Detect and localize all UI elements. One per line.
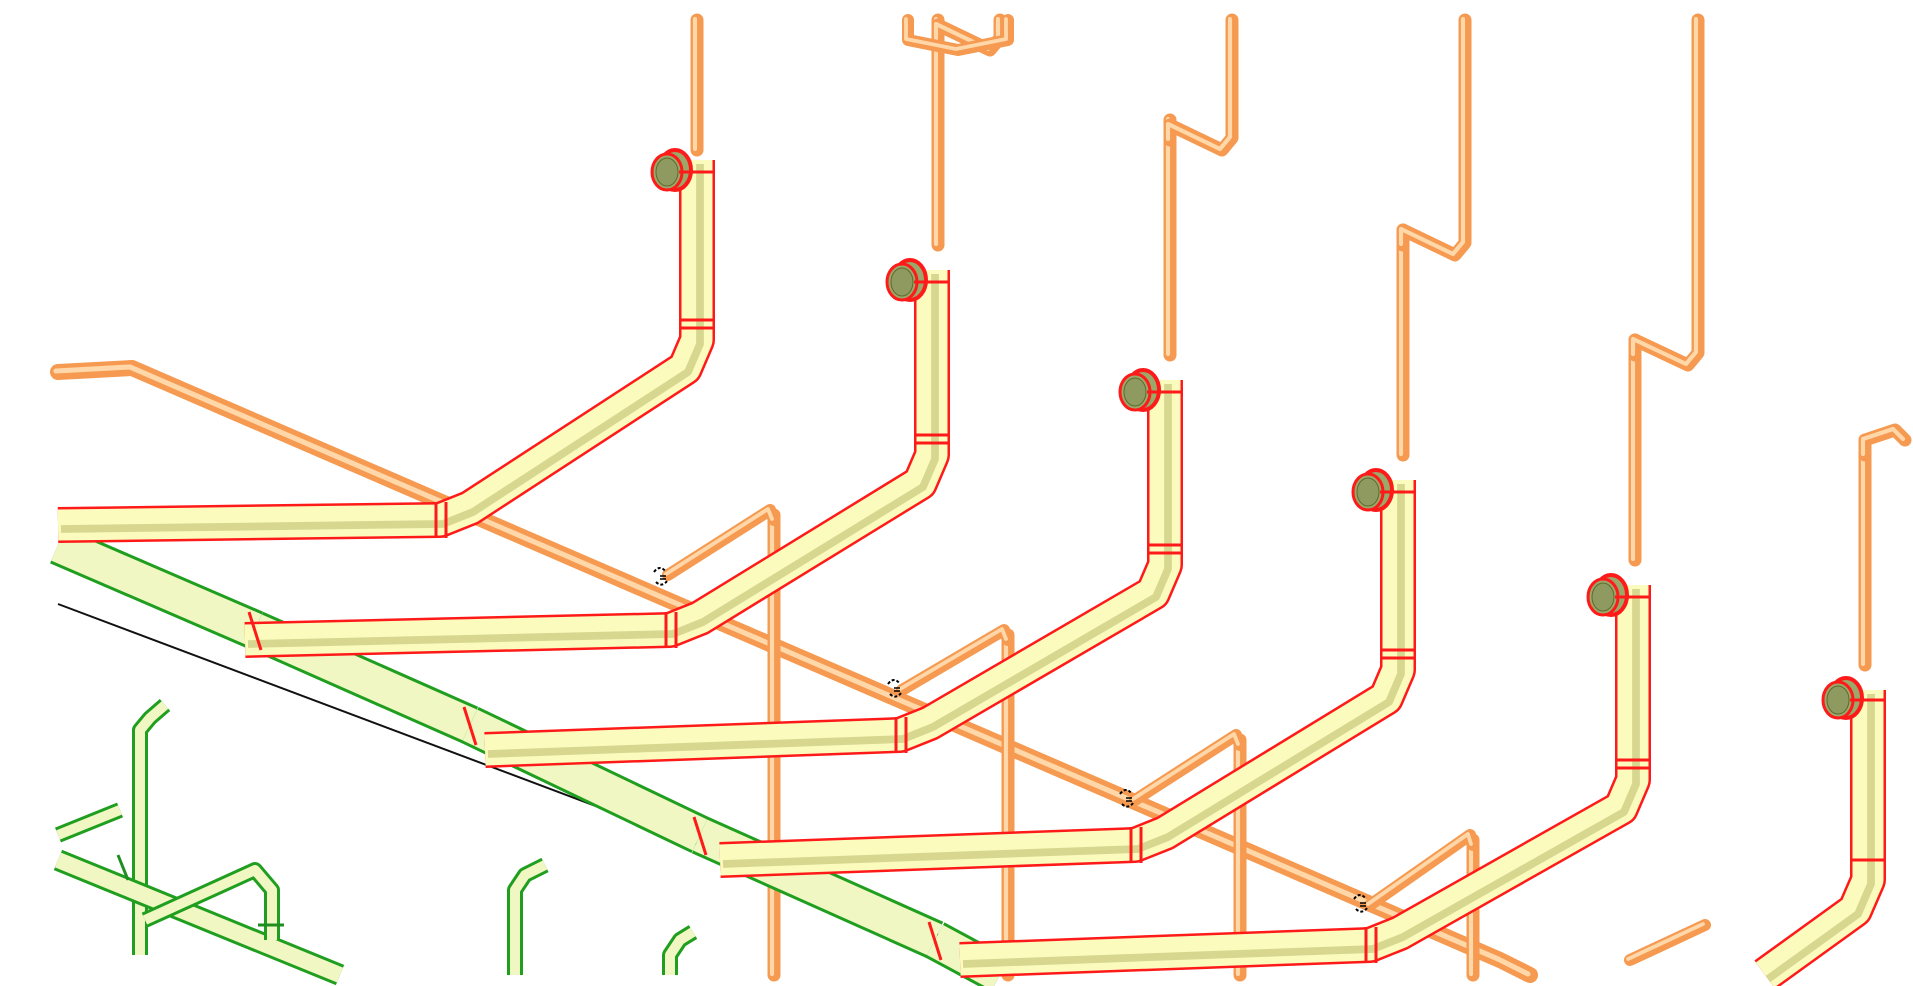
red-branch-pipe-3[interactable] bbox=[484, 380, 1183, 768]
orange-riser-5[interactable] bbox=[1628, 333, 1642, 567]
green-riser-c[interactable] bbox=[662, 925, 698, 975]
orange-connector-3[interactable] bbox=[1129, 729, 1246, 806]
red-branch-pipe-1[interactable] bbox=[57, 160, 715, 543]
green-riser-b[interactable] bbox=[507, 857, 549, 975]
orange-diagonal-main[interactable] bbox=[50, 360, 1538, 983]
red-branch-pipe-4[interactable] bbox=[719, 480, 1416, 878]
orange-riser-offset-6[interactable] bbox=[1858, 423, 1912, 462]
green-lower-run[interactable] bbox=[53, 849, 345, 986]
red-branch-pipe-6[interactable] bbox=[1754, 690, 1886, 986]
orange-riser-3[interactable] bbox=[1163, 113, 1177, 362]
red-branch-pipe-2[interactable] bbox=[244, 270, 950, 658]
orange-connector-2[interactable] bbox=[896, 624, 1014, 696]
orange-riser-offset-3[interactable] bbox=[1163, 13, 1239, 157]
tee-marker-2 bbox=[887, 679, 903, 698]
green-offset-loop[interactable] bbox=[141, 862, 280, 940]
tee-marker-1 bbox=[653, 567, 669, 586]
open-pipe-end-5[interactable] bbox=[1586, 573, 1629, 617]
open-pipe-end-6[interactable] bbox=[1821, 676, 1864, 720]
orange-top-loop[interactable] bbox=[902, 14, 1014, 56]
green-riser-a[interactable] bbox=[132, 698, 171, 955]
orange-riser-offset-4[interactable] bbox=[1396, 13, 1472, 262]
orange-riser-2[interactable] bbox=[931, 13, 945, 252]
green-fitting-1 bbox=[116, 854, 130, 881]
orange-connector-5[interactable] bbox=[1624, 919, 1711, 966]
green-main-joint-4 bbox=[927, 921, 943, 961]
orange-pipe-system bbox=[50, 13, 1912, 983]
green-main-joint-1 bbox=[247, 611, 263, 651]
green-main-joint-2 bbox=[462, 706, 478, 746]
open-pipe-end-1[interactable] bbox=[650, 148, 693, 192]
open-pipe-end-3[interactable] bbox=[1118, 368, 1161, 412]
orange-connector-1[interactable] bbox=[662, 504, 780, 581]
tee-marker-4 bbox=[1353, 894, 1369, 913]
tee-marker-3 bbox=[1119, 789, 1135, 808]
red-branch-pipe-5[interactable] bbox=[959, 585, 1651, 978]
open-pipe-end-4[interactable] bbox=[1351, 468, 1394, 512]
orange-riser-4[interactable] bbox=[1396, 223, 1410, 462]
orange-riser-6[interactable] bbox=[1858, 433, 1872, 672]
open-pipe-end-2[interactable] bbox=[885, 258, 928, 302]
orange-riser-1[interactable] bbox=[690, 13, 704, 157]
green-main-segment-1[interactable] bbox=[50, 526, 263, 649]
orange-connector-4[interactable] bbox=[1364, 829, 1479, 911]
red-pipe-system bbox=[57, 148, 1886, 986]
green-branch-a[interactable] bbox=[55, 802, 123, 843]
orange-riser-offset-5[interactable] bbox=[1628, 13, 1705, 372]
green-main-joint-3 bbox=[692, 816, 708, 856]
